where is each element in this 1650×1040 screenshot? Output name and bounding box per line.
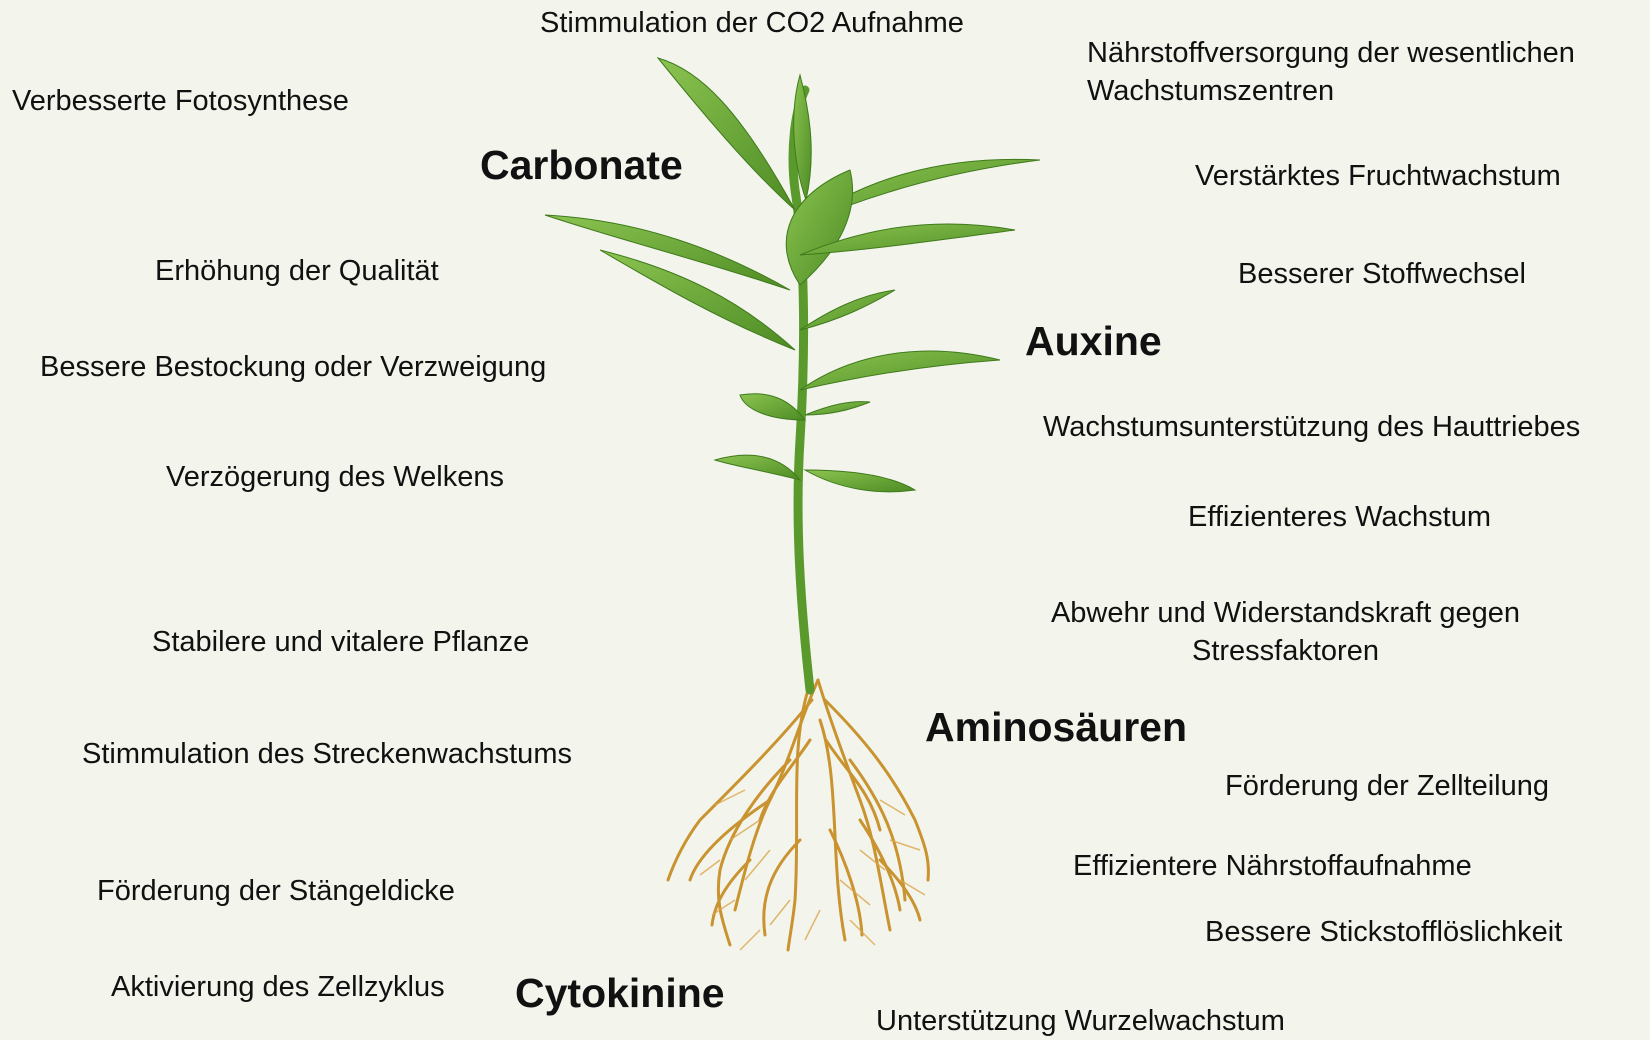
category-carbonate: Carbonate — [480, 142, 683, 189]
label-naehrstoffversorgung-line1: Nährstoffversorgung der wesentlichen — [1087, 34, 1575, 72]
label-staengeldicke: Förderung der Stängeldicke — [97, 872, 455, 910]
label-bestockung: Bessere Bestockung oder Verzweigung — [40, 348, 546, 386]
label-naehrstoffversorgung: Nährstoffversorgung der wesentlichen Wac… — [1087, 34, 1575, 110]
label-zellzyklus: Aktivierung des Zellzyklus — [111, 968, 445, 1006]
label-naehrstoffaufnahme: Effizientere Nährstoffaufnahme — [1073, 847, 1472, 885]
label-naehrstoffversorgung-line2: Wachstumszentren — [1087, 72, 1575, 110]
label-wurzelwachstum: Unterstützung Wurzelwachstum — [876, 1002, 1285, 1040]
label-stoffwechsel: Besserer Stoffwechsel — [1238, 255, 1526, 293]
label-stickstoff: Bessere Stickstofflöslichkeit — [1205, 913, 1562, 951]
label-effizientes-wachstum: Effizienteres Wachstum — [1188, 498, 1491, 536]
label-fruchtwachstum: Verstärktes Fruchtwachstum — [1195, 157, 1561, 195]
label-abwehr-line2: Stressfaktoren — [1028, 632, 1543, 670]
label-welken: Verzögerung des Welkens — [166, 458, 504, 496]
label-co2-aufnahme: Stimmulation der CO2 Aufnahme — [540, 4, 964, 42]
category-auxine: Auxine — [1025, 318, 1162, 365]
label-fotosynthese: Verbesserte Fotosynthese — [12, 82, 349, 120]
label-abwehr-line1: Abwehr und Widerstandskraft gegen — [1028, 594, 1543, 632]
category-cytokinine: Cytokinine — [515, 970, 725, 1017]
roots — [668, 680, 928, 950]
label-streckenwachstum: Stimmulation des Streckenwachstums — [82, 735, 572, 773]
category-aminosaeuren: Aminosäuren — [925, 704, 1187, 751]
label-hauttrieb: Wachstumsunterstützung des Hauttriebes — [1043, 408, 1580, 446]
label-abwehr: Abwehr und Widerstandskraft gegen Stress… — [1028, 594, 1543, 670]
label-qualitaet: Erhöhung der Qualität — [155, 252, 439, 290]
label-stabile-pflanze: Stabilere und vitalere Pflanze — [152, 623, 529, 661]
label-zellteilung: Förderung der Zellteilung — [1225, 767, 1549, 805]
